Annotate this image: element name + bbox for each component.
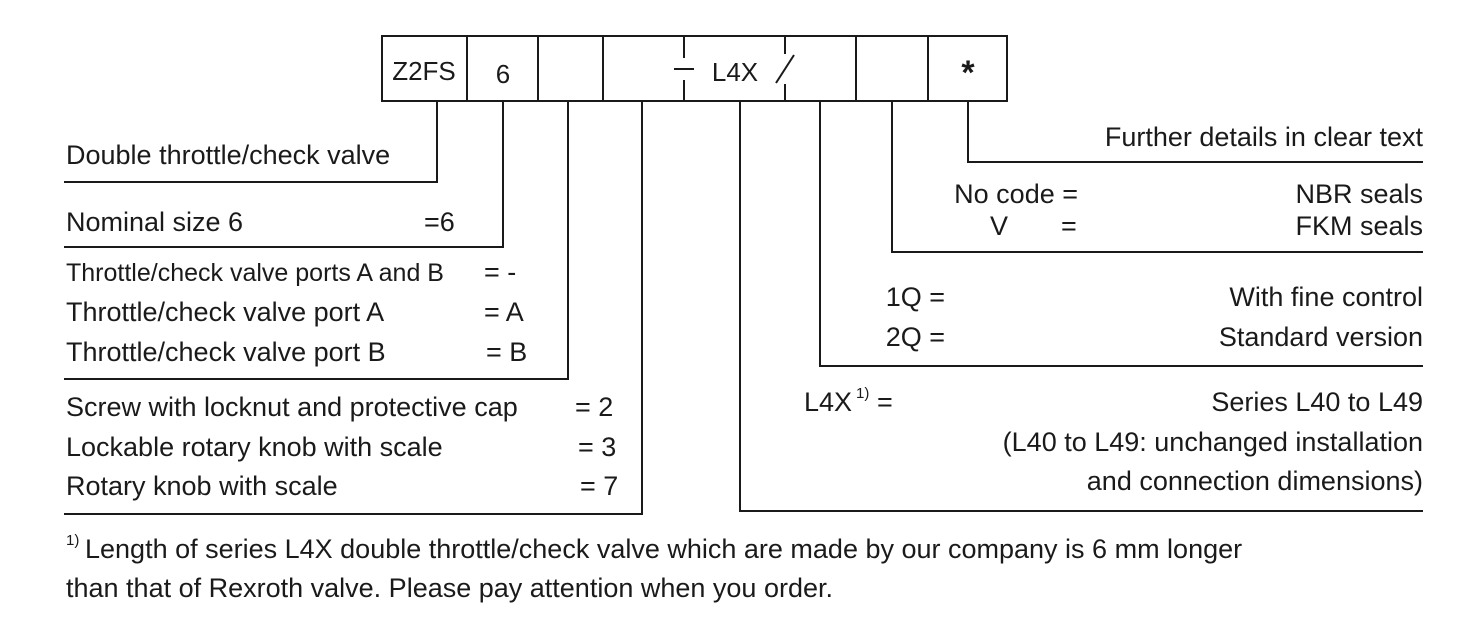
series-line-2: (L40 to L49: unchanged installation [1003,427,1423,457]
nominal-size-label: Nominal size 6 [66,207,243,237]
adjust-knob-label: Rotary knob with scale [66,471,338,501]
port-a-label: Throttle/check valve port A [66,297,384,327]
code-box-series: L4X [712,57,758,87]
series-line-1: Series L40 to L49 [1211,387,1423,417]
adjust-lockable-code: = 3 [578,432,616,462]
control-1q-code: 1Q = [886,282,945,312]
left-labels: Double throttle/check valve Nominal size… [66,140,618,501]
leader-size [64,101,504,248]
adjust-screw-code: = 2 [575,392,613,422]
port-b-label: Throttle/check valve port B [66,337,386,367]
leader-adjustment [64,101,643,515]
code-box-frame [381,35,1008,102]
code-box-size: 6 [496,59,510,89]
series-line-3: and connection dimensions) [1087,466,1423,496]
code-box-further: * [961,54,975,92]
footnote: 1) Length of series L4X double throttle/… [66,532,1242,603]
port-b-code: = B [486,337,527,367]
leader-ports [64,101,569,380]
leader-type [64,101,438,183]
code-boxes [381,35,1008,102]
valve-type-label: Double throttle/check valve [66,140,390,170]
series-code: L4X [804,387,852,417]
seal-nbr-code: No code = [954,179,1078,209]
adjust-lockable-label: Lockable rotary knob with scale [66,432,443,462]
series-footnote-mark: 1) [856,385,869,402]
leader-lines [64,101,1423,515]
footnote-line-2: than that of Rexroth valve. Please pay a… [66,573,833,603]
seal-fkm-code: V [990,211,1008,241]
leader-control [819,101,1423,367]
seal-nbr-desc: NBR seals [1295,179,1423,209]
seal-fkm-desc: FKM seals [1295,211,1423,241]
control-2q-desc: Standard version [1219,322,1423,352]
code-box-type: Z2FS [392,56,456,86]
right-labels: Further details in clear text No code = … [804,122,1423,496]
adjust-screw-label: Screw with locknut and protective cap [66,392,518,422]
seal-fkm-eq: = [1061,211,1077,241]
leader-seals [891,101,1423,253]
ports-ab-code: = - [484,257,516,287]
leader-series [739,101,1423,512]
further-details-label: Further details in clear text [1105,122,1424,152]
footnote-mark: 1) [66,532,79,549]
control-2q-code: 2Q = [886,322,945,352]
slash-mark [775,54,795,84]
adjust-knob-code: = 7 [580,471,618,501]
series-eq: = [877,387,893,417]
port-a-code: = A [484,297,524,327]
code-box-texts: Z2FS 6 L4X * [392,54,975,92]
leader-further [967,101,1423,163]
control-1q-desc: With fine control [1229,282,1423,312]
nominal-size-code: =6 [424,207,455,237]
ports-ab-label: Throttle/check valve ports A and B [66,259,444,287]
footnote-line-1: Length of series L4X double throttle/che… [85,534,1242,564]
